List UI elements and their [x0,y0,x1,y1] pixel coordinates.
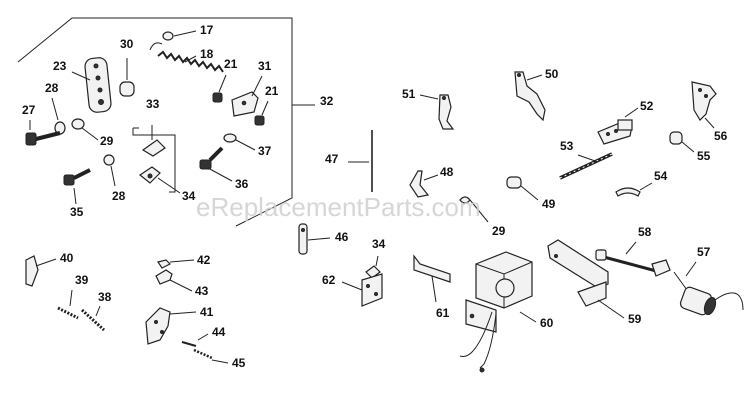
part-37-washer [223,133,256,151]
callout-c50: 50 [545,67,559,81]
callout-c61: 61 [436,306,450,320]
callout-c28a: 28 [45,81,59,95]
part-57-solenoid [673,261,744,316]
callout-c36: 36 [235,177,249,191]
part-43-lever [155,269,193,292]
part-31-bracket [231,75,263,117]
callout-c42: 42 [197,253,211,267]
callout-c21a: 21 [224,57,238,71]
part-50-lever [514,71,546,122]
callout-c34b: 34 [372,237,386,251]
part-30-bushing [119,58,135,97]
part-40-bracket [25,255,57,287]
part-45-pin [193,348,229,364]
part-42-clip [157,259,195,269]
part-34-clip-b [365,255,381,279]
part-28-washer-a [51,97,66,135]
callout-c54: 54 [654,169,668,183]
part-53-shaft [559,152,613,180]
part-33-clip [141,125,166,157]
callout-c43: 43 [195,284,209,298]
part-62-bracket [341,273,383,307]
part-61-bracket [413,254,451,303]
callout-c51: 51 [402,87,416,101]
watermark: eReplacementParts.com [196,192,481,222]
part-46-plate [298,223,331,255]
callout-c55: 55 [697,149,711,163]
part-41-assembly [145,307,197,345]
callout-c49: 49 [542,197,556,211]
callout-c32: 32 [320,94,334,108]
part-35-bolt [63,168,91,205]
part-49-bushing [506,176,539,201]
callout-c31: 31 [258,59,272,73]
callout-c47: 47 [325,152,339,166]
part-48-link [409,170,439,198]
callout-c48: 48 [440,165,454,179]
part-54-clip [615,182,653,197]
part-36-bolt [199,146,233,182]
part-44-pin [181,333,209,347]
callout-c28b: 28 [112,189,126,203]
callout-c40: 40 [60,251,74,265]
callout-c41: 41 [200,305,214,319]
callout-c35: 35 [70,205,84,219]
part-51-lever [419,94,455,130]
callout-c53: 53 [560,139,574,153]
part-34-clip-a [138,166,181,194]
callout-c18: 18 [200,47,214,61]
callout-c38: 38 [98,290,112,304]
part-29-spacer-b [459,196,489,223]
callout-c60: 60 [540,316,554,330]
callout-c29a: 29 [100,134,114,148]
callout-c44: 44 [212,325,226,339]
callout-c21b: 21 [265,84,279,98]
callout-c62: 62 [322,273,336,287]
part-55-bushing [669,131,695,153]
callout-c52: 52 [640,99,654,113]
callout-c34a: 34 [182,189,196,203]
part-52-bracket [597,107,639,145]
part-23-plate [71,57,112,113]
part-27-bolt [25,120,61,146]
callout-c57: 57 [697,245,711,259]
part-28-washer-b [103,154,116,187]
part-60-module [459,251,537,373]
callout-c45: 45 [232,356,246,370]
callout-labels: 17 18 30 23 21 31 21 32 28 27 33 29 37 28 36 34 35 51 50 52… [22,23,728,370]
callout-c29b: 29 [492,224,506,238]
callout-c30: 30 [120,37,134,51]
part-21-nut-b [254,100,269,126]
part-59-bracket [547,239,625,319]
part-58-rod [595,241,671,277]
callout-c17: 17 [200,23,214,37]
part-47-rod [348,130,373,192]
part-39-spring [57,289,79,320]
callout-c37: 37 [258,144,272,158]
callout-c58: 58 [638,225,652,239]
group-32-bracket [17,17,315,227]
callout-c46: 46 [335,230,349,244]
part-38-spring [80,305,106,332]
part-17-ring [162,30,197,41]
callout-c23: 23 [53,59,67,73]
callout-c56: 56 [714,129,728,143]
callout-c33: 33 [146,97,160,111]
part-29-spacer-a [71,118,99,141]
callout-c27: 27 [22,103,36,117]
callout-c39: 39 [75,273,89,287]
callout-c59: 59 [628,312,642,326]
part-21-nut-a [212,74,227,103]
part-56-lever [691,81,717,129]
part-18-spring [149,42,224,73]
